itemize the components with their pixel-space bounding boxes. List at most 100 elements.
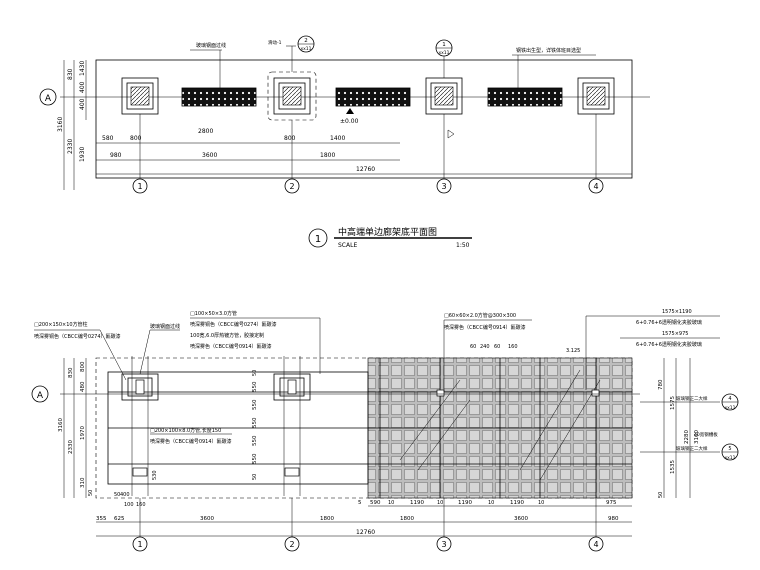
plan1-callout-1: 玻璃钢面过线: [196, 42, 226, 49]
svg-text:玻璃钢正二大样: 玻璃钢正二大样: [676, 395, 708, 402]
svg-text:2330: 2330: [67, 139, 74, 154]
svg-text:2330: 2330: [68, 440, 74, 454]
plan2-axis-a-label: A: [37, 391, 44, 401]
svg-text:1800: 1800: [320, 516, 334, 522]
svg-text:400: 400: [79, 98, 86, 110]
svg-text:40宽钢槽板: 40宽钢槽板: [694, 431, 718, 438]
plan1-scale-label: SCALE: [338, 242, 357, 249]
svg-text:1800: 1800: [400, 516, 414, 522]
plan1-axis-1: 1: [137, 182, 142, 191]
svg-text:3600: 3600: [202, 152, 217, 159]
plan2-note-top-4: 喷深雾色（CBCC编号0914）氟碳漆: [190, 343, 272, 350]
plan2-note-right-1: □60×60×2.0方管@300×300: [444, 312, 516, 319]
svg-text:xx11: xx11: [724, 405, 735, 411]
svg-text:1575: 1575: [670, 396, 676, 410]
plan1-column-2: [267, 71, 317, 121]
svg-text:580: 580: [102, 135, 114, 142]
svg-text:100: 100: [124, 502, 134, 508]
plan1-railing-2: [335, 87, 411, 107]
svg-text:60: 60: [470, 344, 476, 350]
svg-text:10: 10: [388, 500, 394, 506]
svg-text:2800: 2800: [198, 128, 213, 135]
plan1-column-3: [425, 77, 463, 115]
plan1-railing-1: [181, 87, 257, 107]
plan2-note-top-1: □100×50×3.0方管: [190, 310, 237, 317]
plan1-railing-3: [487, 87, 563, 107]
svg-text:530: 530: [152, 470, 158, 480]
svg-text:400: 400: [120, 492, 130, 498]
svg-text:3600: 3600: [200, 516, 214, 522]
svg-text:10: 10: [437, 500, 443, 506]
svg-text:1575×1190: 1575×1190: [662, 309, 692, 315]
svg-text:xx11: xx11: [724, 455, 735, 461]
svg-text:550: 550: [252, 381, 258, 392]
svg-text:1575×975: 1575×975: [662, 331, 688, 337]
svg-text:800: 800: [130, 135, 142, 142]
svg-text:3160: 3160: [694, 430, 700, 444]
svg-text:xx11: xx11: [438, 50, 449, 56]
svg-text:1190: 1190: [410, 500, 424, 506]
plan1-axis-3: 3: [441, 182, 446, 191]
svg-text:1: 1: [315, 234, 321, 245]
plan1-total-dim: 12760: [356, 166, 375, 173]
svg-text:6+0.76+6透明钢化夹胶玻璃: 6+0.76+6透明钢化夹胶玻璃: [636, 341, 702, 348]
plan1-axis-a-label: A: [45, 94, 52, 104]
svg-text:160: 160: [136, 502, 146, 508]
svg-text:980: 980: [608, 516, 619, 522]
svg-text:50: 50: [252, 370, 258, 376]
svg-text:1930: 1930: [79, 147, 86, 162]
svg-text:310: 310: [80, 477, 86, 488]
svg-text:480: 480: [80, 381, 86, 392]
svg-text:50: 50: [114, 492, 120, 498]
plan2-axis-3: 3: [441, 540, 446, 549]
plan2-note-mid-2: 喷深雾色（CBCC编号0914）氟碳漆: [150, 438, 232, 445]
svg-text:1: 1: [442, 42, 446, 48]
svg-text:1800: 1800: [320, 152, 335, 159]
plan2-note-left-1: □200×150×10方管柱: [34, 321, 88, 328]
plan1-axis-4: 4: [593, 182, 598, 191]
plan-2: A □200×150×10方管柱 喷深雾铜色（CBCC编号0274）氟碳漆 玻璃…: [31, 309, 739, 552]
plan1-axis-a-bubble: [39, 88, 57, 106]
svg-text:6+0.76+6透明钢化夹胶玻璃: 6+0.76+6透明钢化夹胶玻璃: [636, 319, 702, 326]
plan2-note-left-3: 玻璃钢面过线: [150, 323, 180, 330]
svg-text:10: 10: [538, 500, 544, 506]
plan2-axis-2: 2: [289, 540, 294, 549]
plan1-callout-2: 滑动-1: [268, 39, 282, 46]
svg-text:550: 550: [252, 435, 258, 446]
svg-text:50: 50: [88, 490, 94, 496]
svg-text:50: 50: [658, 492, 664, 498]
svg-text:780: 780: [658, 379, 664, 390]
plan2-axis-4: 4: [593, 540, 598, 549]
svg-text:10: 10: [488, 500, 494, 506]
plan2-note-top-2: 喷深雾铜色（CBCC编号0274）氟碳漆: [190, 321, 277, 328]
plan2-total-dim: 12760: [356, 529, 375, 536]
plan2-post-1: [121, 356, 159, 496]
svg-text:800: 800: [284, 135, 296, 142]
svg-text:5: 5: [358, 500, 362, 506]
svg-text:3160: 3160: [57, 117, 64, 132]
svg-text:1535: 1535: [670, 460, 676, 474]
svg-text:975: 975: [606, 500, 617, 506]
svg-text:4: 4: [728, 396, 731, 402]
svg-text:1430: 1430: [79, 61, 86, 76]
svg-text:2: 2: [304, 38, 308, 44]
plan2-axis-1: 1: [137, 540, 142, 549]
svg-text:60: 60: [494, 344, 500, 350]
plan2-note-top-3: 100宽,6.0厚热镀方管，胶接定制: [190, 332, 264, 339]
svg-text:550: 550: [252, 453, 258, 464]
svg-text:830: 830: [68, 367, 74, 378]
plan1-scale-value: 1:50: [456, 242, 470, 249]
svg-text:400: 400: [79, 81, 86, 93]
plan2-note-left-2: 喷深雾铜色（CBCC编号0274）氟碳漆: [34, 333, 121, 340]
svg-text:980: 980: [110, 152, 122, 159]
plan1-callout-3: 钢铁出生型，详铁体班目选型: [516, 47, 581, 54]
svg-text:800: 800: [80, 361, 86, 372]
svg-text:3160: 3160: [58, 418, 64, 432]
plan1-column-1: [121, 77, 159, 115]
plan1-column-4: [577, 77, 615, 115]
svg-text:xx11: xx11: [300, 46, 311, 52]
plan2-post-2: [273, 356, 311, 496]
svg-text:160: 160: [508, 344, 518, 350]
plan1-level-mark: ±0.00: [340, 118, 359, 125]
